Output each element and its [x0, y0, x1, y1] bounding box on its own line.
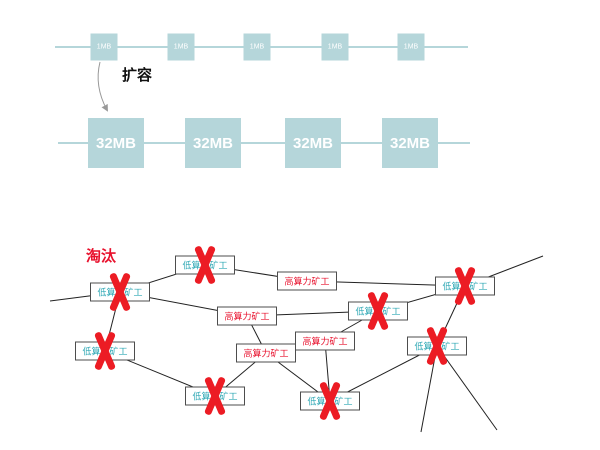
block-32mb: 32MB: [88, 118, 144, 168]
miner-node-low: 低算力矿工: [90, 282, 150, 302]
miner-node-low: 低算力矿工: [185, 386, 245, 406]
block-32mb: 32MB: [285, 118, 341, 168]
block-32mb: 32MB: [185, 118, 241, 168]
eliminated-label: 淘汰: [86, 248, 117, 265]
miner-node-high: 高算力矿工: [277, 271, 337, 291]
expand-arrow: [97, 61, 108, 112]
block-1mb: 1MB: [321, 33, 349, 61]
expand-label: 扩容: [122, 67, 153, 84]
miner-node-low: 低算力矿工: [348, 301, 408, 321]
miner-node-low: 低算力矿工: [175, 255, 235, 275]
miner-node-high: 高算力矿工: [236, 343, 296, 363]
miner-node-high: 高算力矿工: [217, 306, 277, 326]
miner-node-low: 低算力矿工: [435, 276, 495, 296]
block-1mb: 1MB: [397, 33, 425, 61]
block-32mb: 32MB: [382, 118, 438, 168]
network-edge: [436, 285, 466, 347]
block-1mb: 1MB: [167, 33, 195, 61]
miner-node-low: 低算力矿工: [75, 341, 135, 361]
block-1mb: 1MB: [243, 33, 271, 61]
block-1mb: 1MB: [90, 33, 118, 61]
miner-node-high: 高算力矿工: [295, 331, 355, 351]
miner-node-low: 低算力矿工: [407, 336, 467, 356]
network-edge: [324, 340, 331, 402]
network-edge: [104, 291, 121, 352]
network-edge: [420, 345, 438, 433]
miner-node-low: 低算力矿工: [300, 391, 360, 411]
network-edge: [436, 345, 498, 431]
